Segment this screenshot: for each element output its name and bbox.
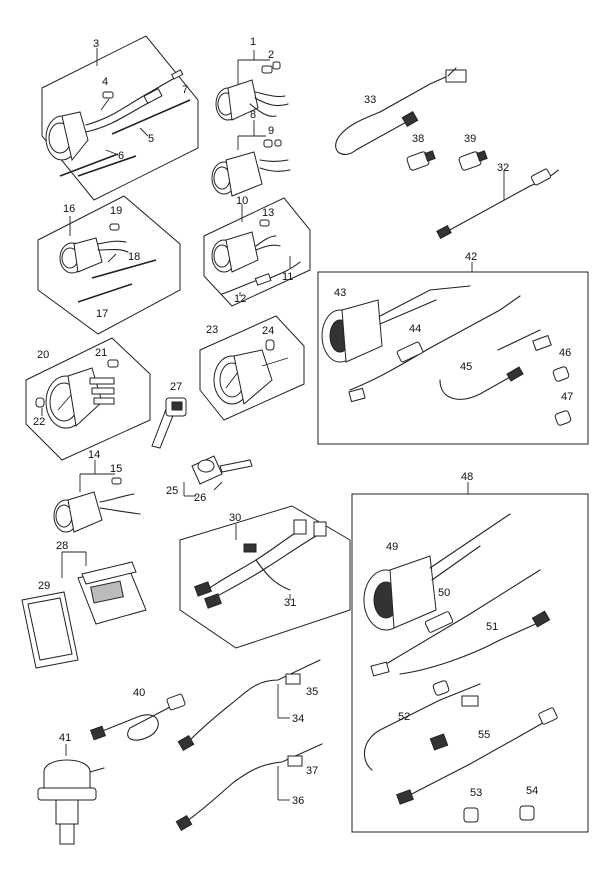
connector	[143, 88, 163, 104]
group-23-frame	[199, 315, 305, 421]
group-20-gauge-kit	[25, 337, 151, 461]
group-48-frame	[351, 493, 589, 833]
callout-34: 34	[292, 713, 304, 725]
callout-40: 40	[133, 687, 145, 699]
callout-12: 12	[234, 293, 246, 305]
part-38-connector	[406, 150, 436, 171]
group-30-frame	[179, 505, 351, 649]
part-8-gauge	[211, 120, 291, 197]
callout-labels: 3 4 7 5 6 1 2 8 9 10 13 11 12 16 19 18 1…	[33, 36, 573, 807]
sensor-dome	[43, 759, 91, 791]
group-20-frame	[25, 337, 151, 461]
callout-55: 55	[478, 729, 490, 741]
callout-5: 5	[148, 133, 154, 145]
callout-47: 47	[561, 391, 573, 403]
group-30-harness	[179, 505, 351, 649]
part-41-sensor	[37, 744, 105, 845]
callout-38: 38	[412, 133, 424, 145]
callout-26: 26	[194, 492, 206, 504]
group-42-frame	[317, 271, 589, 445]
group-10-gauge-kit	[203, 197, 311, 307]
callout-22: 22	[33, 416, 45, 428]
callout-1: 1	[250, 36, 256, 48]
callout-35: 35	[306, 686, 318, 698]
callout-45: 45	[460, 361, 472, 373]
part-39-connector	[458, 150, 488, 171]
callout-21: 21	[95, 347, 107, 359]
callout-4: 4	[102, 76, 108, 88]
callout-51: 51	[486, 621, 498, 633]
callout-15: 15	[110, 463, 122, 475]
group-3-gauge-kit	[41, 35, 199, 201]
callout-6: 6	[118, 150, 124, 162]
callout-17: 17	[96, 308, 108, 320]
group-16-gauge-kit	[37, 195, 181, 335]
callout-48: 48	[461, 471, 473, 483]
terminal-block	[445, 69, 467, 83]
part-32-cable	[436, 168, 559, 240]
callout-20: 20	[37, 349, 49, 361]
callout-42: 42	[465, 251, 477, 263]
callout-54: 54	[526, 785, 538, 797]
group-16-frame	[37, 195, 181, 335]
callout-27: 27	[170, 381, 182, 393]
callout-28: 28	[56, 540, 68, 552]
callout-39: 39	[464, 133, 476, 145]
callout-30: 30	[229, 512, 241, 524]
callout-31: 31	[284, 597, 296, 609]
callout-49: 49	[386, 541, 398, 553]
group-23-gauge-kit	[199, 315, 305, 421]
part-36-37-cable	[175, 743, 323, 832]
callout-29: 29	[38, 580, 50, 592]
callout-11: 11	[282, 271, 293, 283]
group-10-frame	[203, 197, 311, 307]
callout-52: 52	[398, 711, 410, 723]
callout-41: 41	[59, 732, 71, 744]
callout-24: 24	[262, 325, 274, 337]
part-33-cable	[335, 67, 467, 155]
bulb-socket	[102, 91, 114, 99]
callout-44: 44	[409, 323, 421, 335]
part-34-35-cable	[177, 659, 321, 752]
part-1-gauge	[215, 50, 289, 121]
callout-9: 9	[268, 125, 274, 137]
callout-32: 32	[497, 162, 509, 174]
callout-23: 23	[206, 324, 218, 336]
callout-37: 37	[306, 765, 318, 777]
callout-10: 10	[236, 195, 248, 207]
group-3-frame	[41, 35, 199, 201]
callout-19: 19	[110, 205, 122, 217]
callout-36: 36	[292, 795, 304, 807]
callout-2: 2	[268, 49, 274, 61]
part-28-29-display	[21, 551, 147, 669]
callout-8: 8	[250, 109, 256, 121]
callout-46: 46	[559, 347, 571, 359]
part-27-lever	[151, 397, 187, 449]
part-25-switch	[183, 455, 253, 497]
part-40-cable	[90, 693, 186, 741]
callout-43: 43	[334, 287, 346, 299]
group-48-sensor-kit	[351, 482, 589, 833]
callout-53: 53	[470, 787, 482, 799]
callout-25: 25	[166, 485, 178, 497]
callout-33: 33	[364, 94, 376, 106]
callout-18: 18	[128, 251, 140, 263]
part-14-gauge	[53, 460, 141, 533]
group-42-sensor-kit	[317, 262, 589, 445]
callout-7: 7	[182, 84, 188, 96]
callout-16: 16	[63, 203, 75, 215]
callout-14: 14	[88, 449, 100, 461]
callout-3: 3	[93, 38, 99, 50]
callout-50: 50	[438, 587, 450, 599]
callout-13: 13	[262, 207, 274, 219]
